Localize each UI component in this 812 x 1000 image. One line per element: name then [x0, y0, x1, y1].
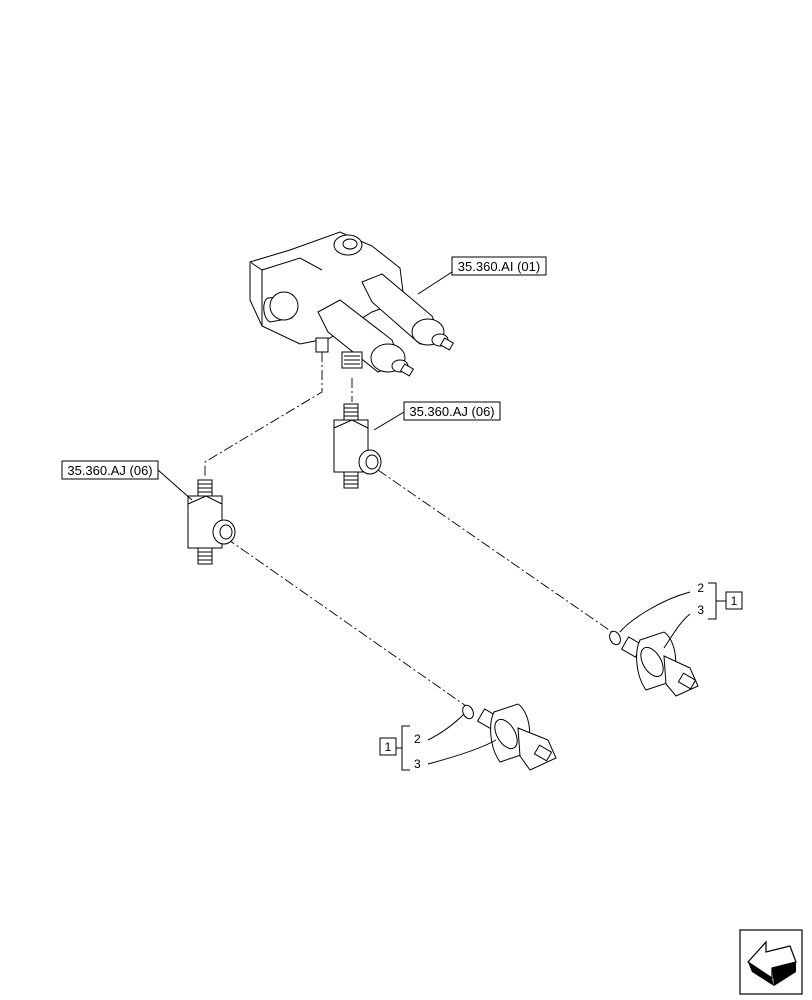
callout-item-2-lower: 2: [414, 732, 421, 746]
ref-text-fitting-upper: 35.360.AJ (06): [409, 404, 494, 419]
callout-item-3-upper: 3: [697, 603, 704, 617]
t-fitting-upper: [333, 403, 382, 489]
callout-item-3-lower: 3: [414, 757, 421, 771]
o-ring-upper: [609, 630, 621, 646]
o-ring-lower: [462, 704, 474, 720]
callout-group-upper: 1 2 3: [619, 581, 743, 649]
t-fitting-left: [187, 479, 236, 565]
callout-box-lower: 1: [385, 740, 392, 754]
callout-item-2-upper: 2: [697, 581, 704, 595]
valve-block: [249, 231, 455, 377]
ref-text-fitting-left: 35.360.AJ (06): [67, 463, 152, 478]
ref-label-valve-block[interactable]: 35.360.AI (01): [417, 256, 547, 295]
callout-group-lower: 1 2 3: [379, 713, 497, 771]
callout-box-upper: 1: [731, 594, 738, 608]
pressure-switch-lower: [476, 703, 557, 771]
ref-label-fitting-left[interactable]: 35.360.AJ (06): [61, 460, 193, 501]
direction-arrow-icon[interactable]: [739, 929, 803, 995]
ref-text-valve-block: 35.360.AI (01): [458, 259, 540, 274]
connection-lines: [204, 352, 613, 707]
pressure-switch-upper: [620, 631, 699, 697]
ref-label-fitting-upper[interactable]: 35.360.AJ (06): [373, 401, 501, 431]
